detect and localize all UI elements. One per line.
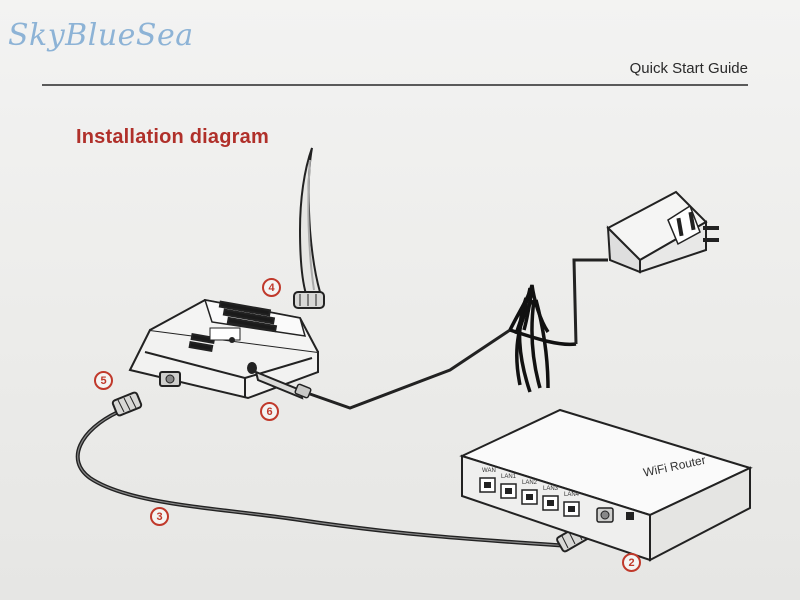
step-marker-6: 6 bbox=[260, 402, 279, 421]
brand-watermark: SkyBlueSea bbox=[8, 18, 194, 53]
antenna bbox=[293, 147, 325, 309]
step-marker-3: 3 bbox=[150, 507, 169, 526]
adapter-cable bbox=[572, 258, 608, 345]
port-label-lan3: LAN3 bbox=[543, 486, 559, 492]
port-label-lan2: LAN2 bbox=[522, 480, 538, 486]
header-divider bbox=[42, 84, 748, 86]
power-cable bbox=[309, 328, 511, 410]
guide-title: Quick Start Guide bbox=[629, 60, 748, 77]
power-adapter bbox=[606, 190, 719, 274]
cable-bundle bbox=[508, 284, 577, 393]
amplifier-device bbox=[128, 298, 319, 400]
step-marker-2: 2 bbox=[622, 553, 641, 572]
port-label-lan1: LAN1 bbox=[501, 474, 517, 480]
section-title: Installation diagram bbox=[76, 126, 269, 148]
coax-connector-top bbox=[111, 391, 143, 417]
step-marker-5: 5 bbox=[94, 371, 113, 390]
step-marker-4: 4 bbox=[262, 278, 281, 297]
wifi-router bbox=[459, 408, 753, 562]
port-label-wan: WAN bbox=[482, 468, 496, 474]
power-plug bbox=[254, 370, 312, 400]
port-label-lan4: LAN4 bbox=[564, 492, 580, 498]
